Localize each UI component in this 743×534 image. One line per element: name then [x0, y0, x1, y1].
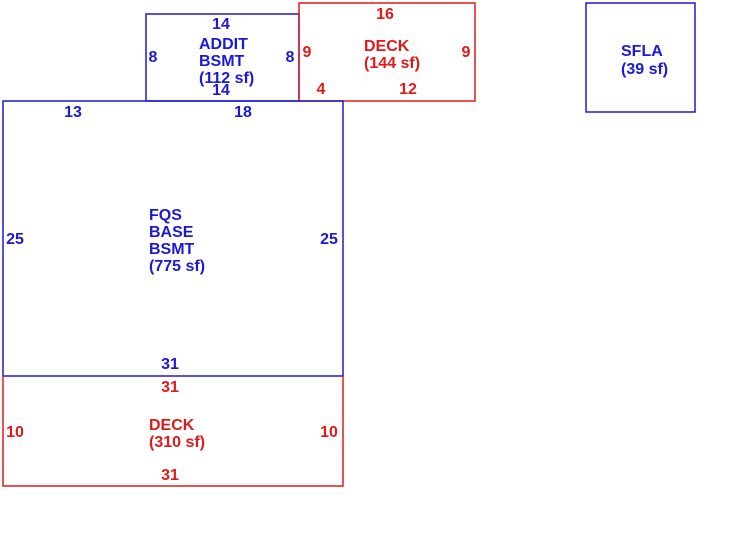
base-dim-bottom: 31: [161, 356, 179, 373]
base-label-line2: BASE: [149, 224, 194, 241]
deck-bottom-dim-bottom: 31: [161, 467, 179, 484]
deck-top-outline: [298, 2, 476, 102]
addit-dim-bottom: 14: [212, 82, 230, 99]
sfla-label: SFLA: [621, 43, 663, 60]
base-bsmt-area: 13 18 25 25 31 FQS BASE BSMT (775 sf): [2, 100, 344, 377]
sfla-area-label: (39 sf): [621, 61, 668, 78]
sfla-area: SFLA (39 sf): [585, 2, 696, 113]
base-dim-top-left: 13: [64, 104, 82, 121]
deck-top-dim-top: 16: [376, 6, 394, 23]
deck-top-dim-bottom: 12: [399, 81, 417, 98]
deck-bottom-outline: [2, 376, 344, 487]
base-area-label: (775 sf): [149, 258, 205, 275]
addit-bsmt-area: 14 8 8 14 ADDIT BSMT (112 sf): [145, 13, 300, 102]
base-bsmt-outline: [2, 100, 344, 377]
deck-top-area-label: (144 sf): [364, 55, 420, 72]
base-dim-right: 25: [320, 231, 338, 248]
addit-label-line2: BSMT: [199, 53, 245, 70]
addit-area: (112 sf): [199, 70, 254, 87]
sfla-outline: [585, 2, 696, 113]
deck-bottom-dim-left: 10: [6, 424, 24, 441]
deck-top-dim-bottom-left: 4: [317, 81, 326, 98]
deck-bottom-dim-right: 10: [320, 424, 338, 441]
deck-top-area: 16 9 9 4 12 DECK (144 sf): [298, 2, 476, 102]
deck-top-label: DECK: [364, 38, 410, 55]
addit-dim-top: 14: [212, 16, 230, 33]
deck-top-dim-right: 9: [462, 44, 471, 61]
deck-bottom-dim-top: 31: [161, 379, 179, 396]
base-dim-left: 25: [6, 231, 24, 248]
deck-top-dim-left: 9: [303, 44, 312, 61]
addit-dim-right: 8: [286, 49, 295, 66]
base-label-line1: FQS: [149, 207, 182, 224]
deck-bottom-area: 31 10 10 31 DECK (310 sf): [2, 376, 344, 487]
addit-dim-left: 8: [149, 49, 158, 66]
base-dim-top-right: 18: [234, 104, 252, 121]
addit-label-line1: ADDIT: [199, 36, 248, 53]
deck-bottom-area-label: (310 sf): [149, 434, 205, 451]
base-label-line3: BSMT: [149, 241, 195, 258]
deck-bottom-label: DECK: [149, 417, 195, 434]
